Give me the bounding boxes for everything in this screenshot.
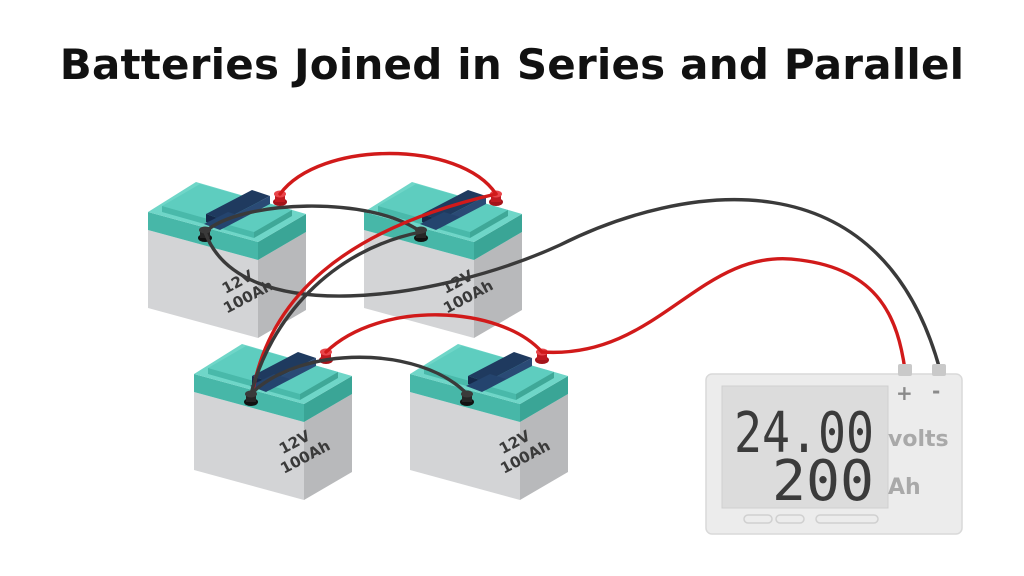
meter-button-1[interactable] (743, 514, 773, 524)
battery-meter: + - 24.00 200 volts Ah (705, 364, 963, 535)
meter-negative-sign: - (932, 379, 940, 403)
page-title: Batteries Joined in Series and Parallel (59, 40, 965, 89)
battery-3: 12V 100Ah (194, 344, 352, 500)
meter-capacity-unit: Ah (888, 475, 921, 500)
wire-negative-back-link (203, 204, 423, 234)
meter-voltage-unit: volts (888, 427, 949, 452)
wire-negative-cross-link (249, 230, 423, 396)
wire-positive-to-meter (540, 256, 907, 372)
meter-button-2[interactable] (775, 514, 805, 524)
meter-capacity-reading: 200 (772, 449, 874, 514)
wire-positive-cross-link (251, 192, 498, 392)
wire-positive-back-link (278, 151, 498, 196)
meter-voltage-reading: 24.00 (734, 401, 874, 466)
wire-negative-front-link (249, 355, 469, 396)
wire-negative-to-meter (203, 197, 942, 372)
battery-4: 12V 100Ah (410, 344, 568, 500)
meter-positive-sign: + (896, 381, 913, 405)
wire-positive-front-link (324, 313, 544, 354)
meter-button-3[interactable] (815, 514, 879, 524)
